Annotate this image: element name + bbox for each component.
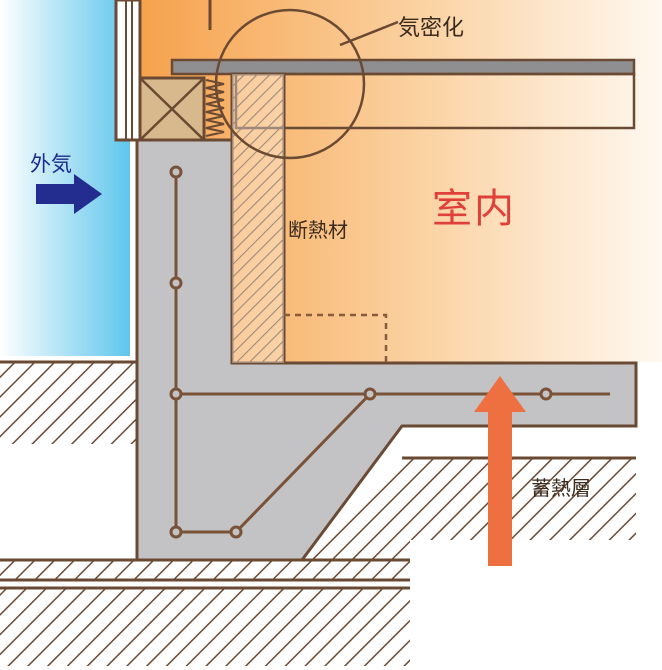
soil [0, 360, 636, 666]
airtight-leader-line [339, 20, 399, 47]
outdoor-label: 外気 [30, 152, 72, 176]
exterior-wall [114, 0, 212, 142]
insulation-board-tint [232, 74, 284, 363]
wood-sill [138, 76, 206, 142]
insulation-label: 断熱材 [288, 218, 348, 242]
indoor-label: 室内 [432, 186, 516, 232]
airtight-seal [205, 79, 225, 137]
outdoor-air-zone [0, 0, 130, 356]
airtight-detail-circle [214, 8, 366, 160]
arrow-up-icon [474, 376, 526, 566]
heat-storage-label: 蓄熱層 [531, 476, 591, 500]
airtight-label: 気密化 [398, 16, 465, 41]
rebar-nodes [169, 165, 553, 539]
insulation-board [230, 72, 286, 365]
dashed-outline [284, 313, 388, 362]
arrow-right-icon [36, 174, 102, 214]
